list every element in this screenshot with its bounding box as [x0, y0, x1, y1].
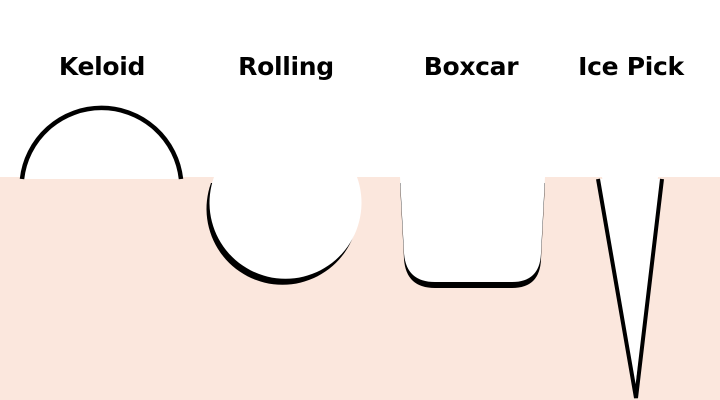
ice-pick-label: Ice Pick [578, 52, 684, 81]
boxcar-scar-shape [400, 177, 545, 288]
scar-type-labels: Keloid Rolling Boxcar Ice Pick [0, 52, 720, 92]
keloid-label: Keloid [58, 52, 146, 81]
ice-pick-scar-shape [596, 177, 664, 399]
rolling-label: Rolling [238, 52, 334, 81]
rolling-scar-shape [206, 177, 362, 285]
boxcar-label: Boxcar [423, 52, 519, 81]
keloid-scar-shape [19, 105, 184, 180]
